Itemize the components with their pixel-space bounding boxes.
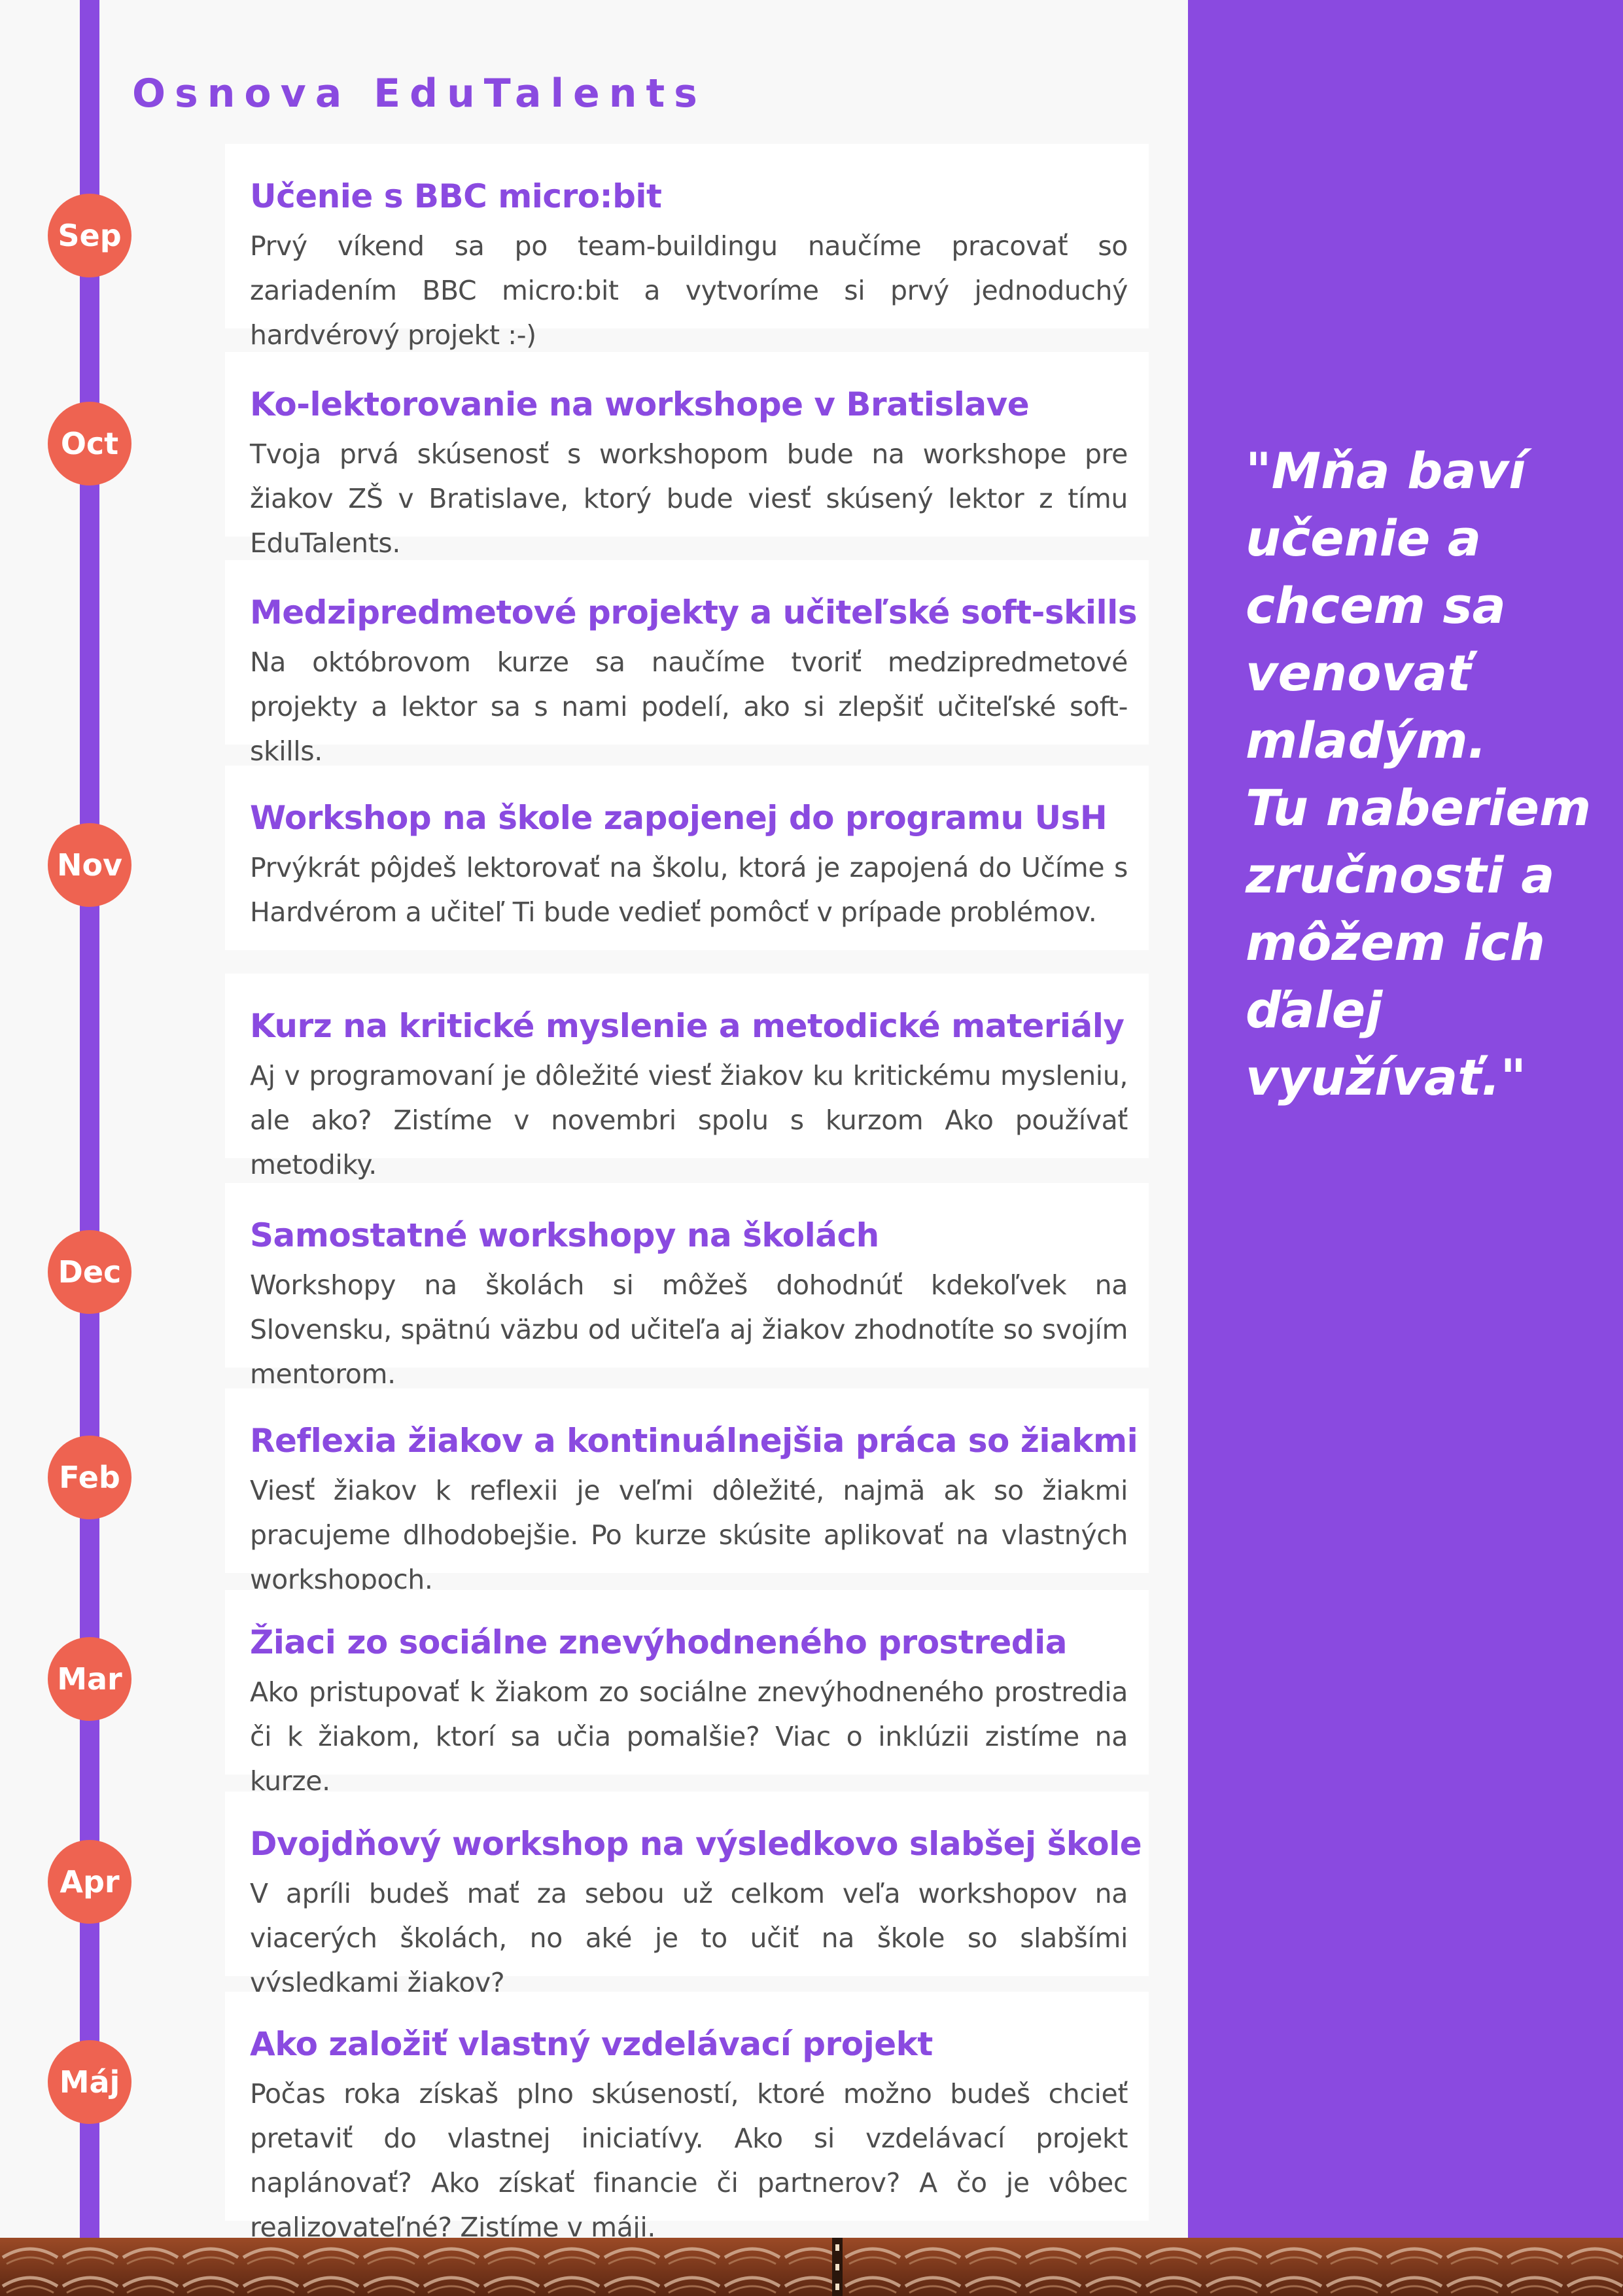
month-badge: Feb (48, 1436, 131, 1519)
card-title: Ako založiť vlastný vzdelávací projekt (250, 2025, 933, 2063)
card-title: Medzipredmetové projekty a učiteľské sof… (250, 593, 1138, 631)
card-title: Ko-lektorovanie na workshope v Bratislav… (250, 385, 1030, 423)
timeline-card: Ako založiť vlastný vzdelávací projekt P… (225, 1992, 1149, 2243)
quote-sidebar: "Mňa baví učenie a chcem sa venovať mlad… (1188, 0, 1623, 2238)
month-badge: Dec (48, 1230, 131, 1314)
card-title: Kurz na kritické myslenie a metodické ma… (250, 1007, 1125, 1045)
card-title: Samostatné workshopy na školách (250, 1216, 879, 1254)
card-description: Prvýkrát pôjdeš lektorovať na školu, kto… (250, 852, 1128, 928)
card-title: Učenie s BBC micro:bit (250, 177, 662, 215)
month-badge: Mar (48, 1637, 131, 1721)
card-title: Reflexia žiakov a kontinuálnejšia práca … (250, 1422, 1138, 1460)
card-description: Workshopy na školách si môžeš dohodnúť k… (250, 1269, 1128, 1390)
card-description: Viesť žiakov k reflexii je veľmi dôležit… (250, 1475, 1128, 1595)
testimonial-quote: "Mňa baví učenie a chcem sa venovať mlad… (1246, 442, 1592, 1106)
timeline-card: Kurz na kritické myslenie a metodické ma… (225, 974, 1149, 1180)
month-badge: Nov (48, 823, 131, 907)
document-title: Osnova EduTalents (132, 71, 707, 116)
auditorium-seats-image (0, 2238, 1623, 2296)
month-badge: Máj (48, 2040, 131, 2124)
timeline-card: Workshop na škole zapojenej do programu … (225, 766, 1149, 950)
month-badge: Oct (48, 402, 131, 486)
month-badge: Sep (48, 194, 131, 277)
card-description: V apríli budeš mať za sebou už celkom ve… (250, 1878, 1128, 1998)
auditorium-seats-icon (0, 2238, 1623, 2296)
card-description: Na októbrovom kurze sa naučíme tvoriť me… (250, 646, 1128, 767)
timeline-card: Žiaci zo sociálne znevýhodneného prostre… (225, 1590, 1149, 1797)
timeline-card: Ko-lektorovanie na workshope v Bratislav… (225, 352, 1149, 559)
timeline-card: Samostatné workshopy na školách Workshop… (225, 1183, 1149, 1390)
card-description: Prvý víkend sa po team-buildingu naučíme… (250, 230, 1128, 351)
card-description: Ako pristupovať k žiakom zo sociálne zne… (250, 1676, 1128, 1797)
card-title: Žiaci zo sociálne znevýhodneného prostre… (250, 1623, 1067, 1661)
card-description: Aj v programovaní je dôležité viesť žiak… (250, 1060, 1128, 1180)
card-description: Tvoja prvá skúsenosť s workshopom bude n… (250, 438, 1128, 559)
card-title: Dvojdňový workshop na výsledkovo slabšej… (250, 1825, 1142, 1863)
card-title: Workshop na škole zapojenej do programu … (250, 799, 1108, 837)
timeline-card: Učenie s BBC micro:bit Prvý víkend sa po… (225, 144, 1149, 351)
card-description: Počas roka získaš plno skúseností, ktoré… (250, 2078, 1128, 2243)
timeline-card: Medzipredmetové projekty a učiteľské sof… (225, 560, 1149, 767)
timeline-card: Reflexia žiakov a kontinuálnejšia práca … (225, 1388, 1149, 1595)
timeline-card: Dvojdňový workshop na výsledkovo slabšej… (225, 1792, 1149, 1998)
month-badge: Apr (48, 1840, 131, 1924)
